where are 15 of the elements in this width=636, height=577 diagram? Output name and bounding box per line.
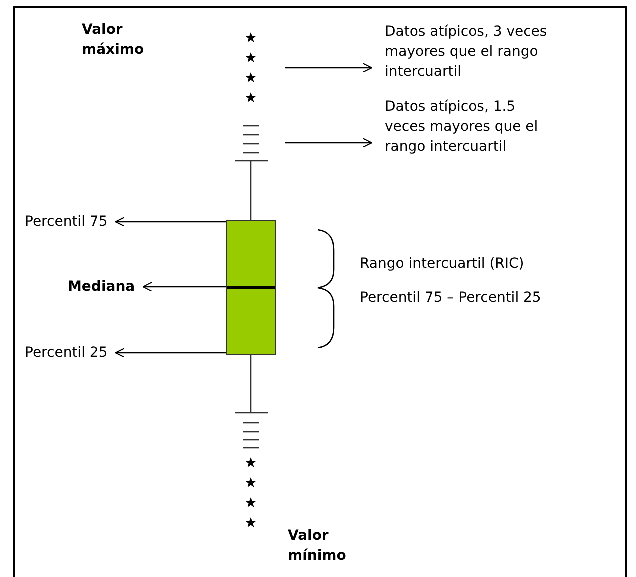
percentile-label: Percentil 75 [25, 212, 137, 232]
arrow [285, 138, 373, 148]
arrow [142, 282, 226, 292]
percentile-label: Percentil 25 [25, 343, 137, 363]
range-formula: Percentil 75 – Percentil 25 [360, 289, 542, 308]
range-label: Rango intercuartil (RIC) [360, 255, 526, 274]
arrow [115, 216, 226, 228]
outlier-note: Datos atípicos, 3 veces mayores que el rango intercuartil [385, 22, 590, 82]
quartile-box [226, 220, 276, 355]
max-value-label: Valor máximo [82, 21, 146, 60]
min-value-label: Valor mínimo [288, 527, 348, 566]
arrow [285, 62, 373, 74]
outlier-note: Datos atípicos, 1.5 veces mayores que el rango intercuartil [385, 97, 557, 157]
arrow [115, 348, 226, 358]
median-label: Mediana [68, 277, 166, 297]
